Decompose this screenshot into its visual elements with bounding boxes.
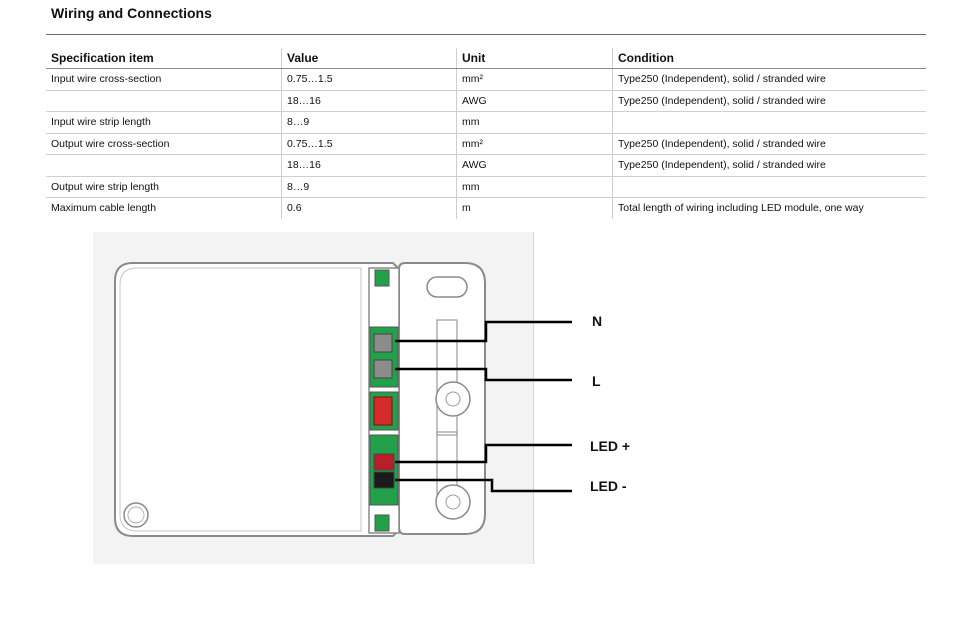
cover-slot <box>426 276 468 298</box>
cell-unit: m <box>456 197 613 219</box>
table-row: Input wire cross-section 0.75…1.5 mm² Ty… <box>46 68 926 91</box>
header-unit: Unit <box>456 48 613 69</box>
cell-item: Input wire strip length <box>46 111 282 134</box>
cell-value: 18…16 <box>281 154 457 177</box>
label-led-minus: LED - <box>590 478 627 494</box>
header-value: Value <box>281 48 457 69</box>
screw-top-inner <box>445 391 461 407</box>
cell-value: 0.75…1.5 <box>281 68 457 91</box>
cell-value: 8…9 <box>281 176 457 198</box>
mounting-hole-inner <box>127 506 145 524</box>
cell-unit: mm² <box>456 133 613 155</box>
table-row: Output wire strip length 8…9 mm <box>46 176 926 198</box>
table-header-row: Specification item Value Unit Condition <box>46 48 926 69</box>
cell-item: Output wire strip length <box>46 176 282 198</box>
screw-bottom-inner <box>445 494 461 510</box>
header-condition: Condition <box>612 48 926 69</box>
cell-condition: Type250 (Independent), solid / stranded … <box>612 68 926 91</box>
cell-value: 0.6 <box>281 197 457 219</box>
cell-unit: mm <box>456 111 613 134</box>
cell-condition <box>612 176 926 198</box>
cell-condition: Type250 (Independent), solid / stranded … <box>612 154 926 177</box>
label-led-plus: LED + <box>590 438 631 454</box>
header-specification-item: Specification item <box>46 48 282 69</box>
cell-unit: mm <box>456 176 613 198</box>
driver-device-drawing <box>114 262 486 537</box>
housing-body <box>114 262 400 537</box>
table-row: 18…16 AWG Type250 (Independent), solid /… <box>46 154 926 177</box>
screw-top-icon <box>435 381 471 417</box>
screw-bottom-icon <box>435 484 471 520</box>
cell-value: 8…9 <box>281 111 457 134</box>
cell-item <box>46 154 282 177</box>
cell-value: 18…16 <box>281 90 457 112</box>
mounting-hole-icon <box>123 502 149 528</box>
cell-value: 0.75…1.5 <box>281 133 457 155</box>
label-l: L <box>592 373 601 389</box>
cell-unit: AWG <box>456 90 613 112</box>
label-n: N <box>592 313 603 329</box>
table-row: 18…16 AWG Type250 (Independent), solid /… <box>46 90 926 112</box>
cell-item <box>46 90 282 112</box>
cell-unit: AWG <box>456 154 613 177</box>
dip-switch <box>373 396 393 426</box>
cell-unit: mm² <box>456 68 613 91</box>
title-divider <box>46 34 926 35</box>
table-row: Output wire cross-section 0.75…1.5 mm² T… <box>46 133 926 155</box>
cell-condition <box>612 111 926 134</box>
housing-inner-edge <box>119 267 362 532</box>
bottom-clip <box>374 514 390 532</box>
output-terminal-plus <box>373 453 395 471</box>
top-clip <box>374 269 390 287</box>
table-row: Input wire strip length 8…9 mm <box>46 111 926 134</box>
input-terminal-n <box>373 333 393 353</box>
table-row: Maximum cable length 0.6 m Total length … <box>46 197 926 219</box>
cell-condition: Total length of wiring including LED mod… <box>612 197 926 219</box>
cell-item: Maximum cable length <box>51 202 157 215</box>
input-terminal-l <box>373 359 393 379</box>
wiring-spec-table: Specification item Value Unit Condition … <box>46 48 926 219</box>
wiring-diagram-image <box>93 232 534 564</box>
cell-condition: Type250 (Independent), solid / stranded … <box>612 90 926 112</box>
output-terminal-minus <box>373 471 395 489</box>
section-title: Wiring and Connections <box>51 5 212 21</box>
cell-condition: Type250 (Independent), solid / stranded … <box>612 133 926 155</box>
cell-item: Input wire cross-section <box>46 68 282 91</box>
cell-item: Output wire cross-section <box>46 133 282 155</box>
